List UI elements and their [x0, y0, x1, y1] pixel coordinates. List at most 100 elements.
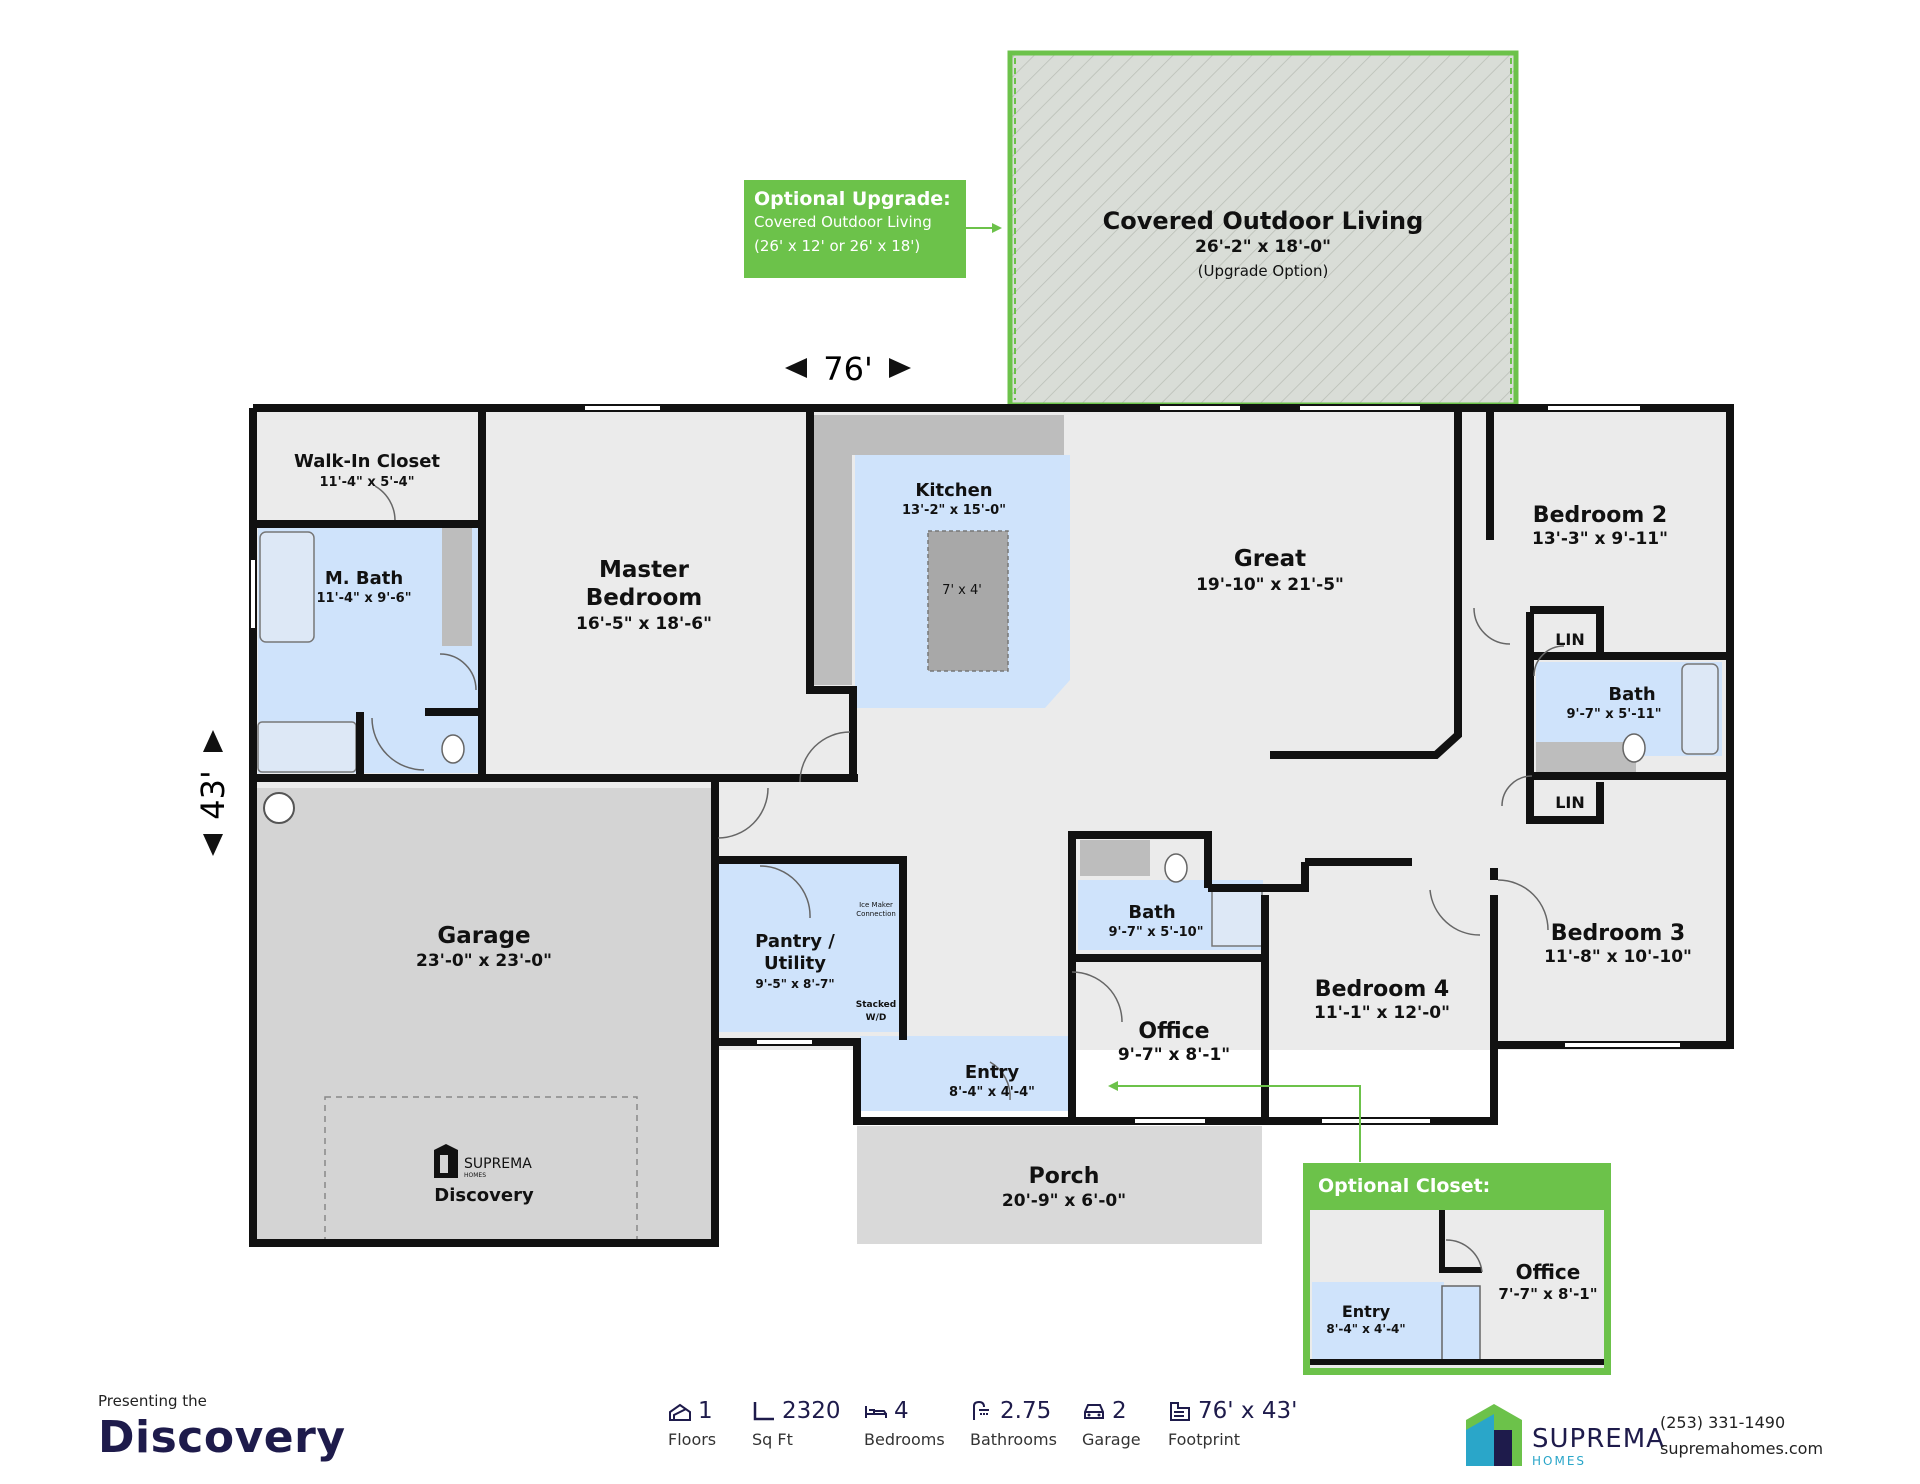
optional-upgrade-callout: Optional Upgrade: Covered Outdoor Living…: [744, 180, 966, 278]
great-room-name: Great: [1234, 546, 1306, 572]
master-bath-name: M. Bath: [325, 568, 403, 589]
entry-size: 8'-4" x 4'-4": [949, 1085, 1035, 1100]
alt-office-name: Office: [1516, 1260, 1581, 1284]
up-arrow-icon: [203, 730, 223, 752]
master-bedroom-name-1: Master: [599, 557, 690, 583]
brand-name: SUPREMA: [1532, 1424, 1665, 1454]
stat-bedrooms-label: Bedrooms: [864, 1430, 945, 1449]
right-arrow-icon: [889, 358, 911, 378]
stat-sqft-value: 2320: [782, 1398, 841, 1424]
room-fills: [253, 410, 1730, 1245]
stat-bathrooms-label: Bathrooms: [970, 1430, 1057, 1449]
stat-floors-value: 1: [698, 1398, 713, 1424]
shower-icon: [973, 1400, 989, 1420]
stat-sqft: 2320 Sq Ft: [752, 1398, 841, 1449]
bath-2-name: Bath: [1608, 684, 1655, 705]
stat-bathrooms-value: 2.75: [1000, 1398, 1052, 1424]
car-icon: [1084, 1404, 1104, 1419]
stat-sqft-label: Sq Ft: [752, 1430, 793, 1449]
office-name: Office: [1138, 1019, 1209, 1044]
linen-1-label: LIN: [1555, 630, 1585, 649]
bath-3-name: Bath: [1128, 902, 1175, 923]
walls: [249, 404, 1734, 1247]
footer-plan-title: Presenting the Discovery: [98, 1392, 346, 1463]
master-bedroom-size: 16'-5" x 18'-6": [576, 614, 712, 634]
alt-office-size: 7'-7" x 8'-1": [1498, 1285, 1597, 1303]
upgrade-title: Optional Upgrade:: [754, 188, 951, 210]
brand-sub: HOMES: [1532, 1454, 1587, 1468]
stacked-wd-label-2: W/D: [866, 1013, 887, 1023]
pantry-name-2: Utility: [764, 953, 826, 974]
down-arrow-icon: [203, 834, 223, 856]
bedroom-2-size: 13'-3" x 9'-11": [1532, 529, 1668, 549]
bath-2-size: 9'-7" x 5'-11": [1567, 707, 1662, 722]
master-bedroom-name-2: Bedroom: [586, 585, 703, 611]
garage-name: Garage: [437, 923, 530, 949]
stat-footprint-value: 76' x 43': [1198, 1398, 1298, 1424]
pantry-size: 9'-5" x 8'-7": [755, 977, 834, 991]
alt-entry-name: Entry: [1342, 1302, 1391, 1321]
stat-bedrooms: 4 Bedrooms: [864, 1398, 945, 1449]
garage-logo-sub: HOMES: [464, 1172, 486, 1179]
stat-footprint-label: Footprint: [1168, 1430, 1241, 1449]
website-link[interactable]: supremahomes.com: [1660, 1439, 1824, 1458]
stacked-wd-label-1: Stacked: [856, 1000, 896, 1010]
door-swings: [371, 485, 1565, 1101]
upgrade-line-1: Covered Outdoor Living: [754, 213, 932, 231]
kitchen-name: Kitchen: [915, 480, 992, 501]
bed-icon: [865, 1406, 887, 1418]
sqft-icon: [753, 1402, 774, 1421]
bedroom-4-name: Bedroom 4: [1315, 977, 1449, 1002]
ice-maker-label-1: Ice Maker: [859, 901, 893, 909]
island-size: 7' x 4': [942, 583, 982, 598]
footprint-icon: [1170, 1402, 1190, 1421]
windows: [251, 406, 1680, 1123]
suprema-logo-small: [434, 1144, 458, 1178]
stat-floors-label: Floors: [668, 1430, 717, 1449]
phone-number[interactable]: (253) 331-1490: [1660, 1413, 1786, 1432]
closet-pointer-line: [1118, 1085, 1361, 1162]
ice-maker-label-2: Connection: [856, 910, 896, 918]
optional-closet-title: Optional Closet:: [1318, 1175, 1490, 1197]
garage-logo-text: SUPREMA: [464, 1156, 532, 1172]
stat-floors: 1 Floors: [668, 1398, 716, 1449]
outdoor-size: 26'-2" x 18'-0": [1195, 237, 1331, 257]
outdoor-name: Covered Outdoor Living: [1103, 207, 1424, 235]
stat-garage-value: 2: [1112, 1398, 1127, 1424]
stat-footprint: 76' x 43' Footprint: [1168, 1398, 1297, 1449]
garage-plan-name: Discovery: [434, 1185, 534, 1206]
stat-garage-label: Garage: [1082, 1430, 1141, 1449]
stat-bathrooms: 2.75 Bathrooms: [970, 1398, 1057, 1449]
stat-garage: 2 Garage: [1082, 1398, 1141, 1449]
stat-bedrooms-value: 4: [894, 1398, 909, 1424]
office-size: 9'-7" x 8'-1": [1118, 1045, 1230, 1065]
bedroom-3-name: Bedroom 3: [1551, 921, 1685, 946]
optional-closet-inset: [1303, 1163, 1611, 1375]
linen-2-label: LIN: [1555, 793, 1585, 812]
presenting-label: Presenting the: [98, 1392, 207, 1410]
bedroom-2-name: Bedroom 2: [1533, 503, 1667, 528]
footer-contact: (253) 331-1490 supremahomes.com: [1660, 1410, 1823, 1462]
walkin-closet-size: 11'-4" x 5'-4": [320, 475, 415, 490]
suprema-logo-icon: [1466, 1404, 1522, 1466]
porch-name: Porch: [1029, 1164, 1100, 1189]
covered-outdoor-living-area: [1007, 50, 1519, 408]
left-arrow-icon: [785, 358, 807, 378]
upgrade-line-2: (26' x 12' or 26' x 18'): [754, 237, 921, 255]
porch-size: 20'-9" x 6'-0": [1002, 1191, 1126, 1211]
kitchen-size: 13'-2" x 15'-0": [902, 503, 1006, 518]
outdoor-note: (Upgrade Option): [1198, 262, 1329, 280]
alt-entry-size: 8'-4" x 4'-4": [1326, 1322, 1405, 1336]
footer-brand: SUPREMA HOMES: [1456, 1394, 1665, 1468]
garage-size: 23'-0" x 23'-0": [416, 951, 552, 971]
walkin-closet-name: Walk-In Closet: [294, 451, 440, 472]
plan-name: Discovery: [98, 1412, 346, 1463]
depth-dimension: 43': [194, 770, 232, 820]
width-dimension: 76': [823, 350, 873, 388]
floors-icon: [669, 1403, 691, 1421]
great-room-size: 19'-10" x 21'-5": [1196, 575, 1344, 595]
bedroom-3-size: 11'-8" x 10'-10": [1544, 947, 1692, 967]
bedroom-4-size: 11'-1" x 12'-0": [1314, 1003, 1450, 1023]
pantry-name-1: Pantry /: [755, 931, 835, 952]
